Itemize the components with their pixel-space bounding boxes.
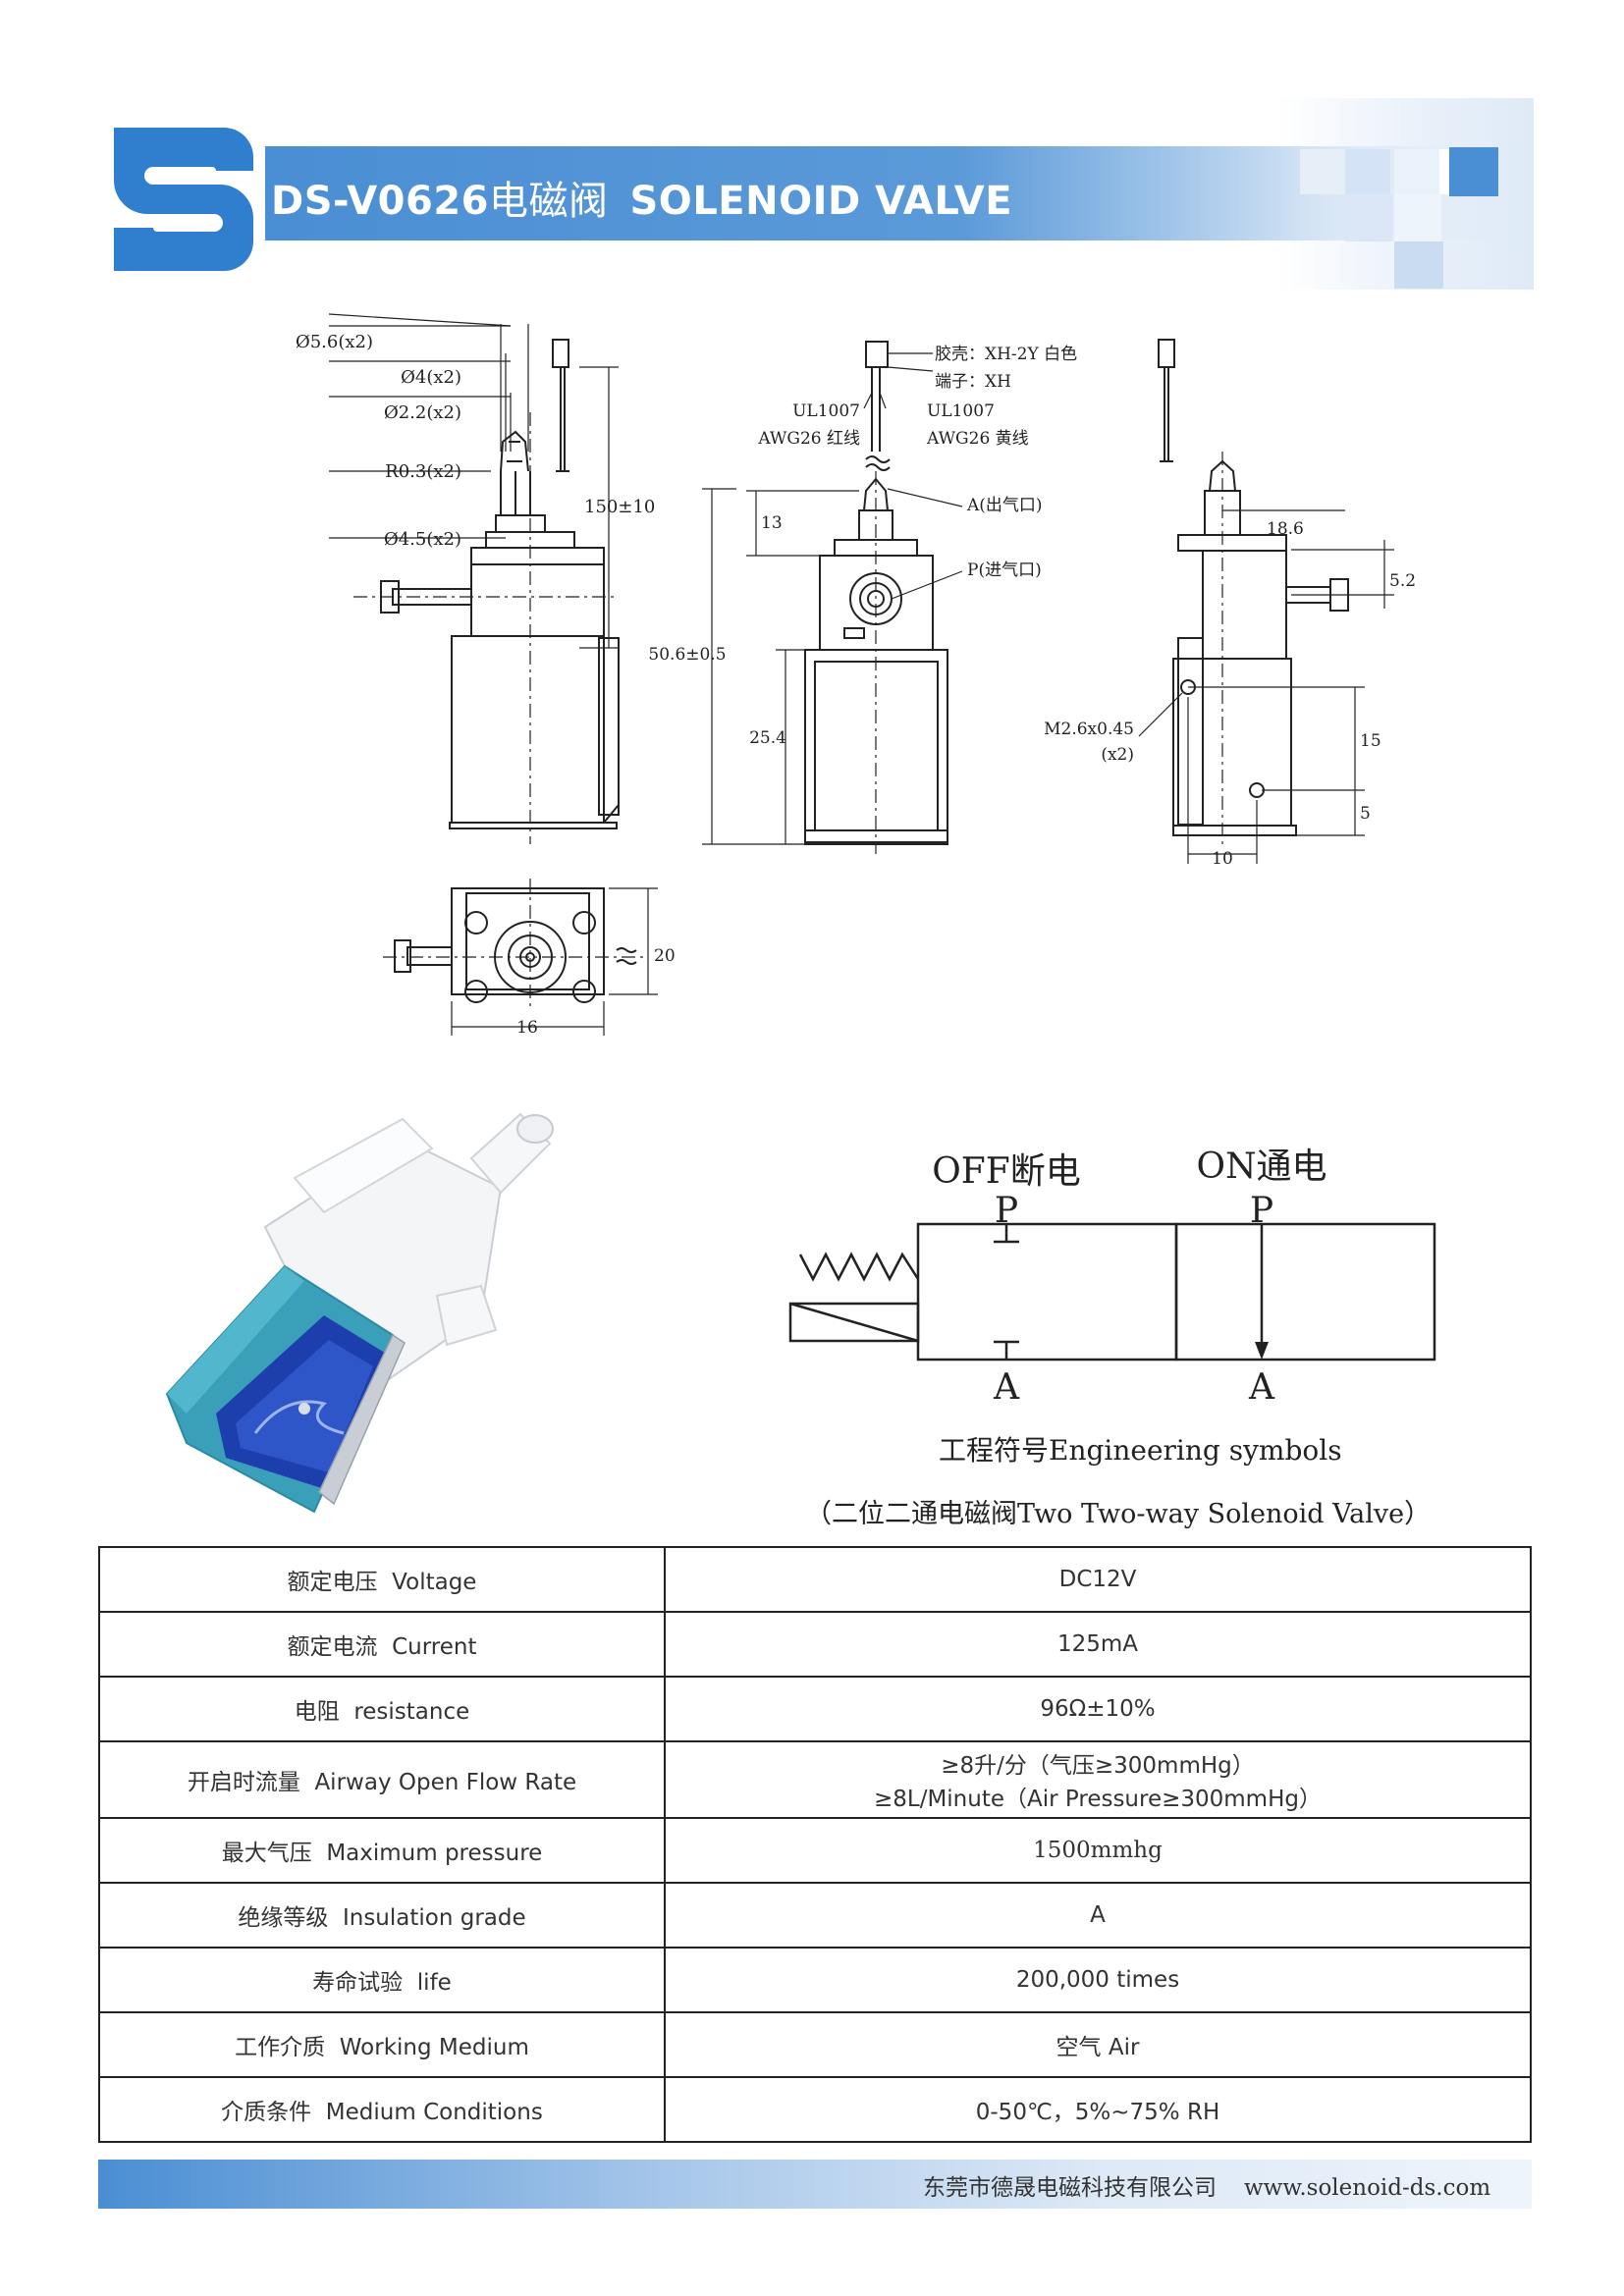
- label-terminal: 端子：XH: [935, 372, 1011, 392]
- table-row: 电阻 resistance 96Ω±10%: [98, 1676, 1532, 1742]
- title-cn: 电磁阀: [489, 179, 609, 224]
- value-cell: 空气 Air: [664, 2011, 1532, 2078]
- product-photo: [165, 1112, 554, 1514]
- title-en: SOLENOID VALVE: [629, 179, 1013, 224]
- label-off: OFF断电: [932, 1151, 1080, 1192]
- value-cell: 96Ω±10%: [664, 1676, 1532, 1742]
- table-row: 额定电流 Current 125mA: [98, 1611, 1532, 1678]
- label-thread: M2.6x0.45: [1044, 720, 1134, 739]
- param-cell: 寿命试验 life: [98, 1947, 666, 2013]
- dim-50-6: 50.6±0.5: [648, 645, 726, 665]
- table-row: 介质条件 Medium Conditions 0-50℃，5%~75% RH: [98, 2076, 1532, 2143]
- label-wire-right-1: UL1007: [927, 401, 995, 421]
- value-cell: 1500mmhg: [664, 1817, 1532, 1884]
- dim-25-4: 25.4: [749, 728, 786, 748]
- label-port-a: A(出气口): [966, 496, 1043, 515]
- label-wire-left-1: UL1007: [792, 401, 860, 421]
- table-row: 工作介质 Working Medium 空气 Air: [98, 2011, 1532, 2078]
- param-cell: 额定电压 Voltage: [98, 1546, 666, 1613]
- table-row: 寿命试验 life 200,000 times: [98, 1947, 1532, 2013]
- page-title: DS-V0626电磁阀 SOLENOID VALVE: [271, 169, 1012, 226]
- dim-dia-2-2: Ø2.2(x2): [384, 402, 461, 423]
- param-cell: 最大气压 Maximum pressure: [98, 1817, 666, 1884]
- value-cell: DC12V: [664, 1546, 1532, 1613]
- dim-5: 5: [1360, 804, 1371, 824]
- param-cell: 额定电流 Current: [98, 1611, 666, 1678]
- dim-13: 13: [761, 513, 783, 533]
- label-wire-right-2: AWG26 黄线: [926, 429, 1029, 449]
- param-cell: 开启时流量 Airway Open Flow Rate: [98, 1740, 666, 1819]
- label-on: ON通电: [1196, 1147, 1326, 1187]
- dim-r-0-3: R0.3(x2): [385, 461, 461, 482]
- bottom-view-drawing: [383, 879, 658, 1036]
- dim-10: 10: [1212, 849, 1233, 869]
- valve-symbol-boxes: [788, 1222, 1436, 1362]
- dim-dia-4: Ø4(x2): [401, 367, 461, 388]
- dim-16: 16: [516, 1018, 538, 1038]
- table-row: 开启时流量 Airway Open Flow Rate ≥8升/分（气压≥300…: [98, 1740, 1532, 1819]
- front-view-drawing: [702, 341, 963, 854]
- company-name: 东莞市德晟电磁科技有限公司: [923, 2175, 1217, 2201]
- symbol-subcaption: （二位二通电磁阀Two Two-way Solenoid Valve）: [805, 1499, 1432, 1529]
- value-cell: ≥8升/分（气压≥300mmHg）≥8L/Minute（Air Pressure…: [664, 1740, 1532, 1819]
- company-logo: [114, 128, 253, 271]
- dim-5-2: 5.2: [1389, 571, 1416, 591]
- symbol-caption: 工程符号Engineering symbols: [939, 1434, 1342, 1467]
- param-cell: 工作介质 Working Medium: [98, 2011, 666, 2078]
- website-url: www.solenoid-ds.com: [1244, 2175, 1491, 2201]
- left-view-drawing: [328, 313, 620, 844]
- value-cell: 125mA: [664, 1611, 1532, 1678]
- header-decoration: [1276, 98, 1534, 290]
- value-cell: 200,000 times: [664, 1947, 1532, 2013]
- dim-15: 15: [1360, 731, 1381, 751]
- label-wire-left-2: AWG26 红线: [757, 429, 860, 449]
- param-cell: 电阻 resistance: [98, 1676, 666, 1742]
- param-cell: 绝缘等级 Insulation grade: [98, 1882, 666, 1949]
- model-number: DS-V0626: [271, 179, 489, 224]
- label-port-p: P(进气口): [967, 561, 1042, 580]
- label-housing: 胶壳：XH-2Y 白色: [935, 345, 1077, 364]
- table-row: 额定电压 Voltage DC12V: [98, 1546, 1532, 1613]
- value-cell: A: [664, 1882, 1532, 1949]
- dim-20: 20: [654, 946, 676, 966]
- value-cell: 0-50℃，5%~75% RH: [664, 2076, 1532, 2143]
- side-view-drawing: [1138, 339, 1394, 864]
- table-row: 绝缘等级 Insulation grade A: [98, 1882, 1532, 1949]
- dim-dia-5-6: Ø5.6(x2): [296, 332, 373, 352]
- dim-150: 150±10: [584, 497, 655, 517]
- dim-18-6: 18.6: [1267, 519, 1304, 539]
- param-cell: 介质条件 Medium Conditions: [98, 2076, 666, 2143]
- dimension-drawings: Ø5.6(x2) Ø4(x2) Ø2.2(x2) R0.3(x2) Ø4.5(x…: [296, 313, 1416, 1038]
- engineering-symbol: OFF断电 ON通电 P P A A: [788, 1147, 1436, 1408]
- dim-dia-4-5: Ø4.5(x2): [384, 529, 461, 550]
- spec-table: 额定电压 Voltage DC12V 额定电流 Current 125mA 电阻…: [98, 1546, 1532, 2143]
- footer: 东莞市德晟电磁科技有限公司 www.solenoid-ds.com: [923, 2168, 1490, 2202]
- flow-arrow-head: [1255, 1342, 1269, 1360]
- label-a-left: A: [993, 1367, 1020, 1408]
- table-row: 最大气压 Maximum pressure 1500mmhg: [98, 1817, 1532, 1884]
- label-thread-qty: (x2): [1101, 745, 1134, 765]
- label-a-right: A: [1248, 1367, 1275, 1408]
- footer-band: [98, 2160, 1532, 2209]
